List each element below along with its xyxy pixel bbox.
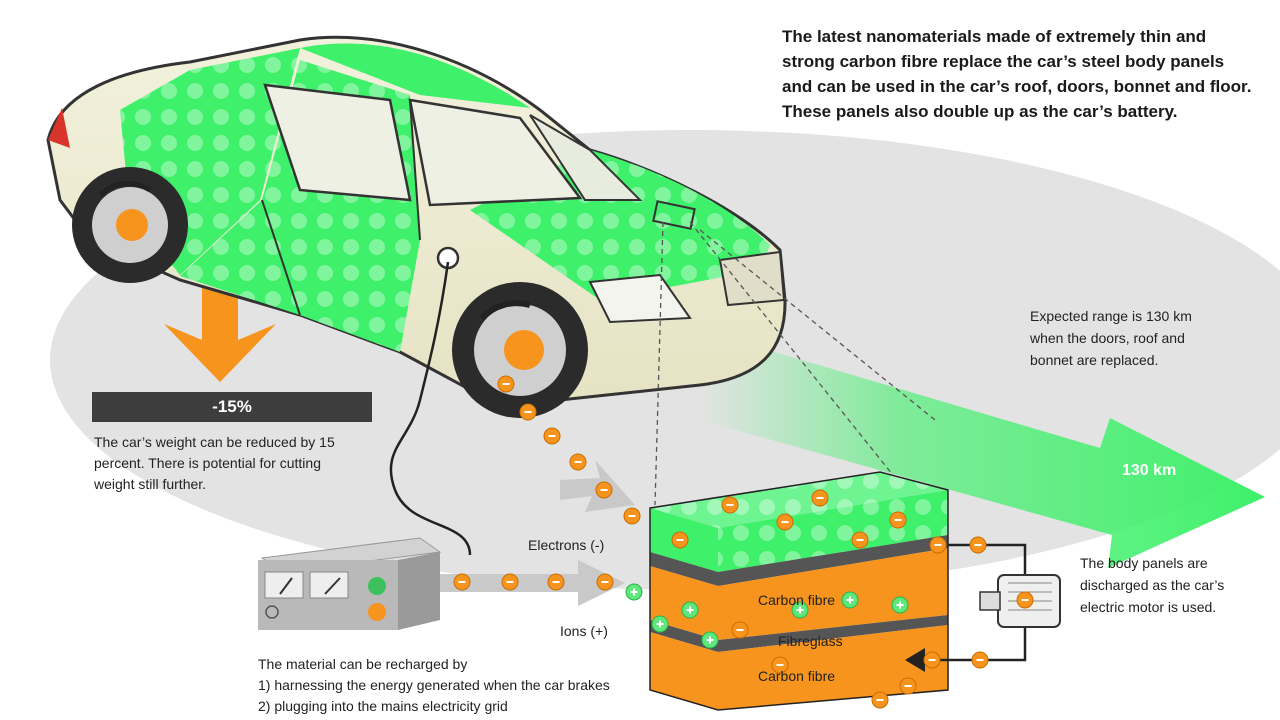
weight-badge: -15%	[92, 392, 372, 422]
layer-carbon-fibre-top: Carbon fibre	[758, 592, 836, 608]
range-text: Expected range is 130 km when the doors,…	[1030, 308, 1192, 368]
recharge-text: The material can be recharged by 1) harn…	[258, 654, 778, 717]
weight-text: The car’s weight can be reduced by 15 pe…	[94, 434, 335, 492]
recharge-intro: The material can be recharged by	[258, 656, 468, 672]
ions-label: Ions (+)	[560, 623, 608, 639]
charge-cable	[389, 261, 472, 556]
down-arrow-icon	[164, 280, 276, 382]
layer-carbon-fibre-bottom: Carbon fibre	[758, 668, 836, 684]
layer-fibreglass: Fibreglass	[778, 633, 843, 649]
range-arrow-icon	[700, 330, 1265, 568]
charger-icon	[258, 537, 442, 630]
electron-flow-arrow	[440, 560, 625, 606]
car-illustration	[46, 35, 787, 418]
intro-text: The latest nanomaterials made of extreme…	[782, 27, 1252, 121]
discharge-text: The body panels are discharged as the ca…	[1080, 555, 1225, 615]
electrons-label: Electrons (-)	[528, 537, 605, 553]
projection-lines	[654, 221, 946, 541]
recharge-step-1: 1) harnessing the energy generated when …	[258, 677, 610, 693]
battery-block	[649, 471, 949, 711]
recharge-step-2: 2) plugging into the mains electricity g…	[258, 698, 508, 714]
range-value: 130 km	[1122, 462, 1177, 479]
